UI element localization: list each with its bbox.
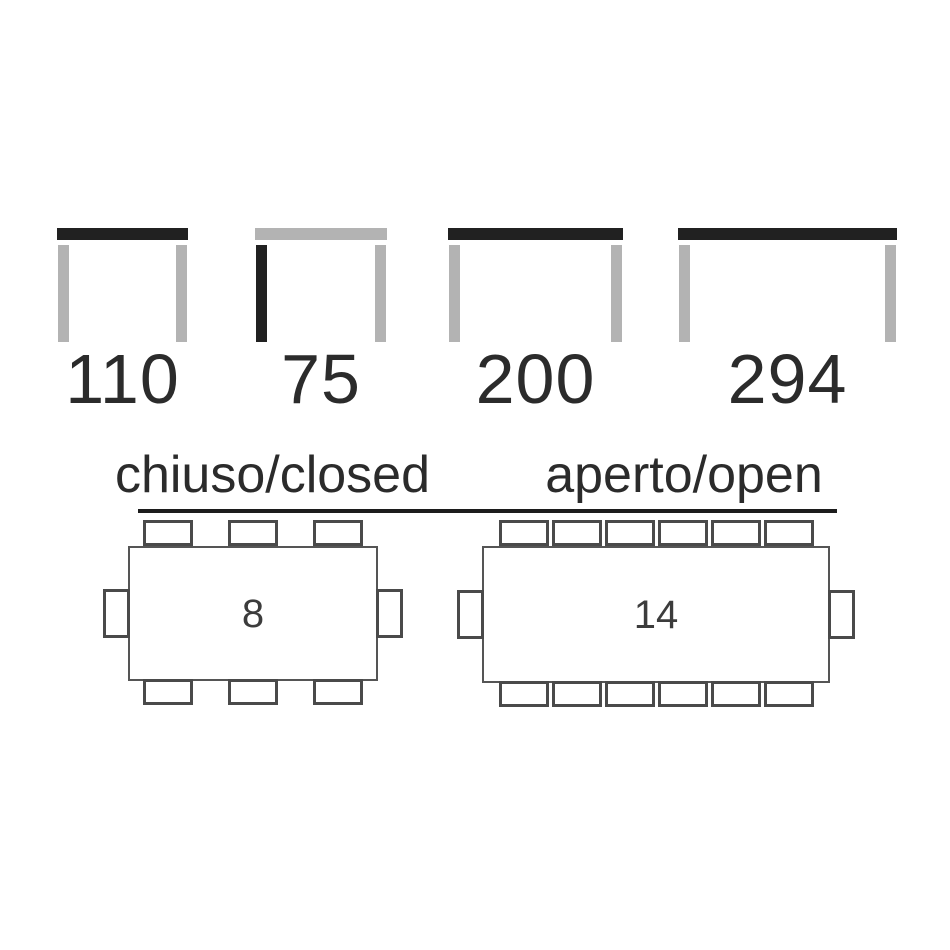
seat-count-open: 14	[633, 592, 679, 637]
dimension-label-width: 110	[65, 340, 180, 418]
section-label-closed: chiuso/closed	[114, 446, 431, 504]
chair	[143, 520, 193, 546]
chair	[313, 679, 363, 705]
chair	[710, 681, 761, 707]
table-side-view-icon-294	[678, 228, 897, 342]
table-leg	[176, 245, 187, 342]
dimension-label-length-closed: 200	[475, 340, 596, 418]
table-top-highlighted	[678, 228, 897, 240]
dimension-label-length-open: 294	[727, 340, 848, 418]
chair-row-open-top	[482, 520, 830, 546]
chair	[228, 520, 278, 546]
table-leg-highlighted	[256, 245, 267, 342]
table-leg	[611, 245, 622, 342]
table-leg	[679, 245, 690, 342]
chair	[604, 681, 655, 707]
chair	[551, 520, 602, 546]
chair	[551, 681, 602, 707]
chair	[828, 590, 855, 639]
chair	[376, 589, 403, 638]
chair-row-open-bottom	[482, 681, 830, 707]
table-leg	[449, 245, 460, 342]
table-side-view-icon-200	[448, 228, 623, 342]
chair	[143, 679, 193, 705]
table-top	[255, 228, 387, 240]
table-leg	[58, 245, 69, 342]
chair	[763, 681, 814, 707]
table-leg	[885, 245, 896, 342]
seat-count-closed: 8	[241, 591, 265, 636]
chair	[498, 520, 549, 546]
chair-row-closed-bottom	[128, 679, 378, 705]
chair	[763, 520, 814, 546]
chair	[657, 681, 708, 707]
chair	[228, 679, 278, 705]
section-label-open: aperto/open	[545, 446, 823, 504]
table-top-highlighted	[448, 228, 623, 240]
chair-row-closed-top	[128, 520, 378, 546]
chair	[657, 520, 708, 546]
table-side-view-icon-110	[57, 228, 188, 342]
chair	[498, 681, 549, 707]
table-topview-closed: 8	[128, 546, 378, 681]
chair	[103, 589, 130, 638]
chair	[710, 520, 761, 546]
dimension-label-height: 75	[281, 340, 361, 418]
chair	[457, 590, 484, 639]
table-side-view-icon-75	[255, 228, 387, 342]
table-top-highlighted	[57, 228, 188, 240]
chair	[604, 520, 655, 546]
divider-rule	[138, 509, 837, 513]
chair	[313, 520, 363, 546]
table-topview-open: 14	[482, 546, 830, 683]
table-leg	[375, 245, 386, 342]
